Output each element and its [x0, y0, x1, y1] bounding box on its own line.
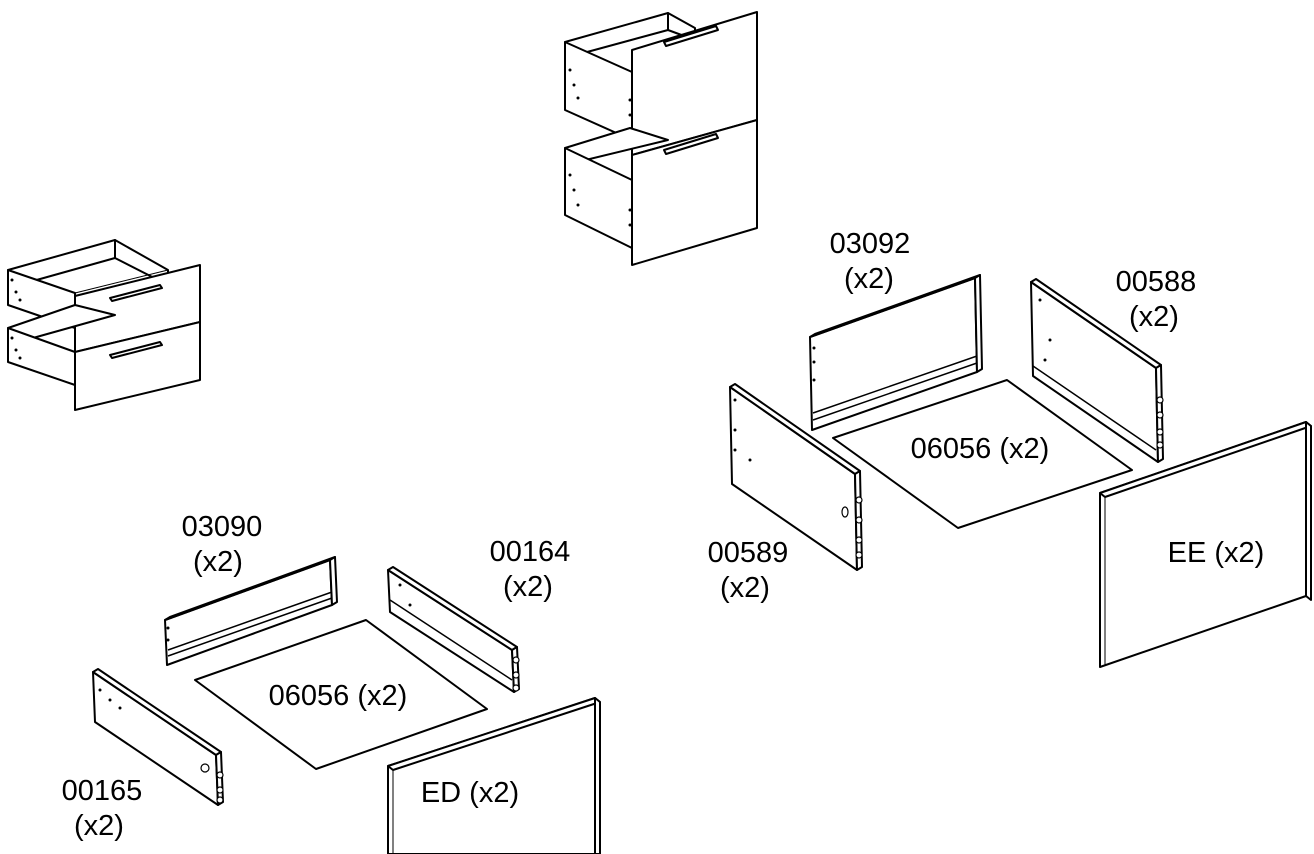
label-03090-qty: (x2) [193, 546, 243, 578]
part-06056-bottom-panel-large [832, 379, 1133, 529]
label-00588-code: 00588 [1116, 266, 1197, 298]
label-06056-small: 06056 (x2) [269, 680, 408, 712]
label-EE: EE (x2) [1168, 537, 1265, 569]
part-06056-bottom-panel-small [194, 619, 488, 770]
label-00589-qty: (x2) [720, 572, 770, 604]
label-00164-code: 00164 [490, 536, 571, 568]
label-00165-code: 00165 [62, 775, 143, 807]
part-00165-side-panel [92, 668, 224, 806]
part-labels: 03090 (x2) 00164 (x2) 06056 (x2) 00165 (… [62, 228, 1265, 842]
part-03092-back-panel [809, 274, 983, 431]
large-drawer-unit-illustration [564, 11, 758, 266]
label-03092-qty: (x2) [844, 263, 894, 295]
small-drawer-unit-illustration [7, 239, 201, 411]
part-ED-front-panel [387, 697, 601, 854]
part-00589-side-panel [729, 383, 863, 571]
label-ED: ED (x2) [421, 777, 519, 809]
label-00164-qty: (x2) [503, 571, 553, 603]
large-drawer-exploded [729, 274, 1312, 668]
label-06056-large: 06056 (x2) [911, 433, 1050, 465]
part-00588-side-panel [1030, 278, 1164, 463]
part-EE-front-panel [1099, 421, 1312, 668]
label-00588-qty: (x2) [1129, 301, 1179, 333]
label-00589-code: 00589 [708, 537, 789, 569]
small-drawer-exploded [92, 556, 601, 854]
label-03090-code: 03090 [182, 511, 263, 543]
part-00164-side-panel [387, 566, 520, 693]
label-03092-code: 03092 [830, 228, 911, 260]
label-00165-qty: (x2) [74, 810, 124, 842]
part-03090-back-panel [164, 556, 338, 666]
